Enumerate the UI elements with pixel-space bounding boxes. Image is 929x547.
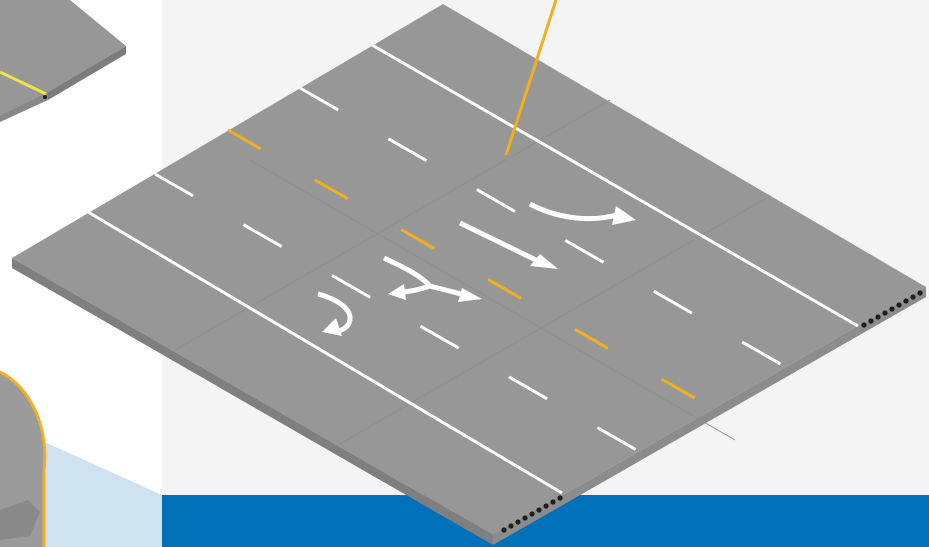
light-blue-wedge	[40, 440, 162, 547]
road-slab-top	[12, 4, 926, 535]
left-turn-split-arrow-icon	[382, 255, 482, 302]
road-slab-side-right	[493, 287, 926, 545]
hollow-core-ends-right	[861, 290, 923, 328]
straight-arrow-icon	[458, 220, 558, 269]
small-road-slab	[0, 0, 126, 122]
hollow-core-ends-front	[501, 495, 563, 533]
right-turn-arrow-icon	[528, 201, 636, 225]
u-turn-arrow-icon	[317, 291, 353, 336]
road-slab-side-left	[12, 258, 493, 545]
detail-magnifier	[0, 370, 47, 547]
callout-line	[504, 0, 558, 156]
edge-lines	[87, 43, 859, 495]
